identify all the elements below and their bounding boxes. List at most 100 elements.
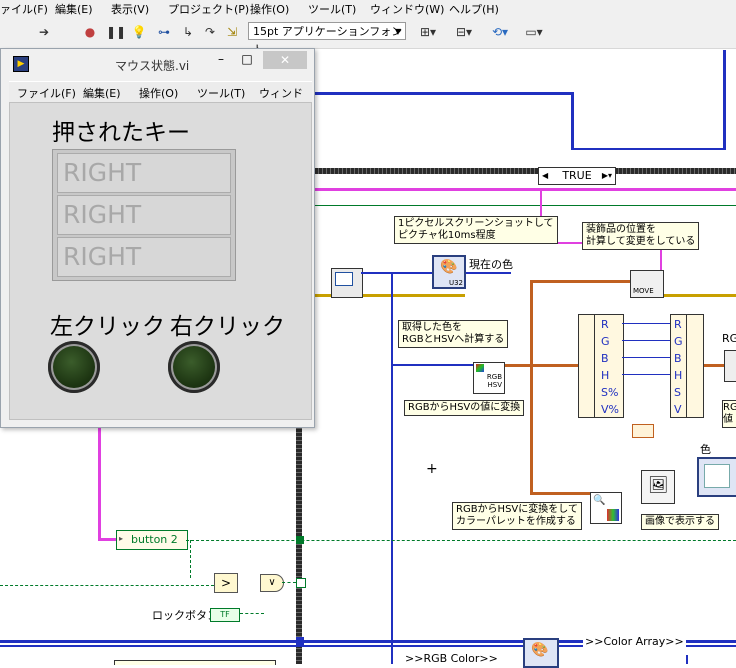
menu-view[interactable]: 表示(V) — [111, 3, 150, 16]
tunnel-green — [296, 536, 304, 544]
magnifier-icon: 🔍 — [593, 495, 606, 506]
picture-icon: 🖼 — [648, 475, 669, 494]
highlight-bulb-icon[interactable]: 💡 — [131, 25, 147, 39]
pressed-keys-array[interactable]: RIGHT RIGHT RIGHT — [52, 149, 236, 281]
green-wire-top — [315, 205, 736, 206]
label-color: 色 — [700, 443, 711, 456]
run-arrow-icon[interactable]: ➔ — [38, 25, 50, 39]
left-click-label: 左クリック — [50, 314, 165, 340]
bfield-v: V — [674, 403, 682, 416]
step-out-icon[interactable]: ⇲ — [226, 25, 238, 39]
palette-node[interactable]: 🔍 — [590, 492, 622, 524]
bfield-s: S — [674, 386, 681, 399]
note-palette: RGBからHSVに変換をして カラーパレットを作成する — [452, 502, 582, 530]
button2-label: button 2 — [131, 533, 178, 546]
menu-help[interactable]: ヘルプ(H) — [449, 3, 499, 16]
color-indicator[interactable] — [697, 457, 736, 497]
menu-file[interactable]: ァイル(F) — [0, 3, 48, 16]
font-select[interactable]: 15pt アプリケーションフォント ▼ — [248, 22, 406, 56]
front-panel-titlebar[interactable]: ▶ マウス状態.vi – □ ✕ — [1, 49, 314, 75]
wire-label-prefix-2: >> — [405, 652, 424, 665]
image-icon — [704, 464, 730, 488]
note-get-color: 取得した色を RGBとHSVへ計算する — [398, 320, 509, 348]
bfield-h: H — [674, 369, 683, 382]
step-into-icon[interactable]: ↳ — [182, 25, 194, 39]
color-cube-icon — [476, 364, 484, 372]
pressed-keys-label: 押されたキー — [52, 120, 190, 146]
cluster-constant[interactable] — [632, 424, 654, 438]
case-frame-top — [315, 168, 736, 174]
blue-wire-right — [723, 50, 726, 150]
fp-menu-file[interactable]: ファイル(F) — [17, 87, 76, 100]
retain-wire-icon[interactable]: ⊶ — [158, 25, 170, 39]
orange-wire-to-palette — [530, 492, 590, 495]
note-image: 画像で表示する — [641, 514, 719, 530]
unbundle-node[interactable]: R G B H S% V% — [594, 314, 624, 418]
lock-button-terminal[interactable]: TF — [210, 608, 240, 622]
compare-node[interactable]: > — [214, 573, 238, 593]
maximize-icon[interactable]: □ — [241, 52, 253, 66]
right-click-led[interactable] — [168, 341, 220, 393]
resize-icon[interactable]: ▭▾ — [525, 25, 543, 39]
field-r: R — [601, 318, 609, 331]
image-display-node[interactable]: 🖼 — [641, 470, 675, 504]
case-next-icon[interactable]: ▶▾ — [601, 171, 612, 180]
rgb-color-label: >>RGB Color>> — [403, 652, 500, 665]
chevron-down-icon: ▼ — [394, 27, 401, 36]
blue-wire-to-rgbhsv — [391, 364, 475, 366]
front-panel-area: 押されたキー RIGHT RIGHT RIGHT 左クリック 右クリック — [9, 102, 312, 420]
step-over-icon[interactable]: ↷ — [204, 25, 216, 39]
labview-icon: ▶ — [13, 56, 29, 72]
blue-wire-end — [686, 655, 688, 664]
partial-note-bottom — [114, 660, 276, 665]
picture-u32-node[interactable]: 🎨 U32 — [432, 255, 466, 289]
blue-wire-join — [571, 148, 726, 150]
left-click-led[interactable] — [48, 341, 100, 393]
pause-icon[interactable]: ❚❚ — [106, 25, 127, 39]
grid-color-icon — [607, 509, 619, 521]
edge-node — [724, 350, 736, 382]
blue-wire-bottom — [0, 640, 736, 643]
button2-local[interactable]: ▸ button 2 — [116, 530, 188, 550]
field-v: V% — [601, 403, 619, 416]
yellow-wire-left — [315, 294, 465, 297]
case-selector[interactable]: ◀ TRUE ▶▾ — [538, 167, 616, 185]
right-click-label: 右クリック — [170, 314, 285, 340]
menu-window[interactable]: ウィンドウ(W) — [370, 3, 445, 16]
fp-menu-operate[interactable]: 操作(O) — [139, 87, 179, 100]
front-panel-window[interactable]: ▶ マウス状態.vi – □ ✕ ファイル(F) 編集(E) 操作(O) ツール… — [0, 48, 315, 428]
close-icon[interactable]: ✕ — [263, 51, 307, 69]
field-h: H — [601, 369, 610, 382]
note-screenshot: 1ピクセルスクリーンショットして ピクチャ化10ms程度 — [394, 216, 558, 244]
orange-wire-to-unbundle — [503, 364, 583, 367]
tunnel-question — [296, 578, 306, 588]
reorder-icon[interactable]: ⟲▾ — [491, 25, 509, 39]
hsv-label: HSV — [487, 381, 503, 389]
green-dotted-lock — [240, 613, 264, 614]
case-prev-icon[interactable]: ◀ — [542, 171, 549, 180]
bfield-g: G — [674, 335, 683, 348]
fp-menu-tools[interactable]: ツール(T) — [197, 87, 246, 100]
menu-tools[interactable]: ツール(T) — [308, 3, 357, 16]
orange-wire-out — [700, 364, 736, 367]
menu-edit[interactable]: 編集(E) — [55, 3, 93, 16]
bundle-right-bar — [686, 314, 704, 418]
abort-icon[interactable]: ● — [84, 25, 96, 39]
menu-project[interactable]: プロジェクト(P) — [168, 3, 250, 16]
minimize-icon[interactable]: – — [218, 52, 224, 66]
bfield-r: R — [674, 318, 682, 331]
fp-menu-edit[interactable]: 編集(E) — [83, 87, 121, 100]
palette-icon-2: 🎨 — [531, 642, 549, 658]
move-node[interactable]: MOVE — [630, 270, 664, 298]
distribute-icon[interactable]: ⊟▾ — [455, 25, 473, 39]
or-node[interactable]: ∨ — [260, 574, 284, 592]
rgb-hsv-node[interactable]: RGB HSV — [473, 362, 505, 394]
menu-operate[interactable]: 操作(O) — [250, 3, 290, 16]
field-g: G — [601, 335, 610, 348]
screenshot-node[interactable] — [331, 268, 363, 298]
edge-note-line2: 値 — [723, 414, 733, 425]
wire-label-suffix: >> — [665, 635, 684, 648]
align-icon[interactable]: ⊞▾ — [419, 25, 437, 39]
window-title: マウス状態.vi — [115, 59, 190, 73]
pink-wire-top — [315, 188, 736, 191]
